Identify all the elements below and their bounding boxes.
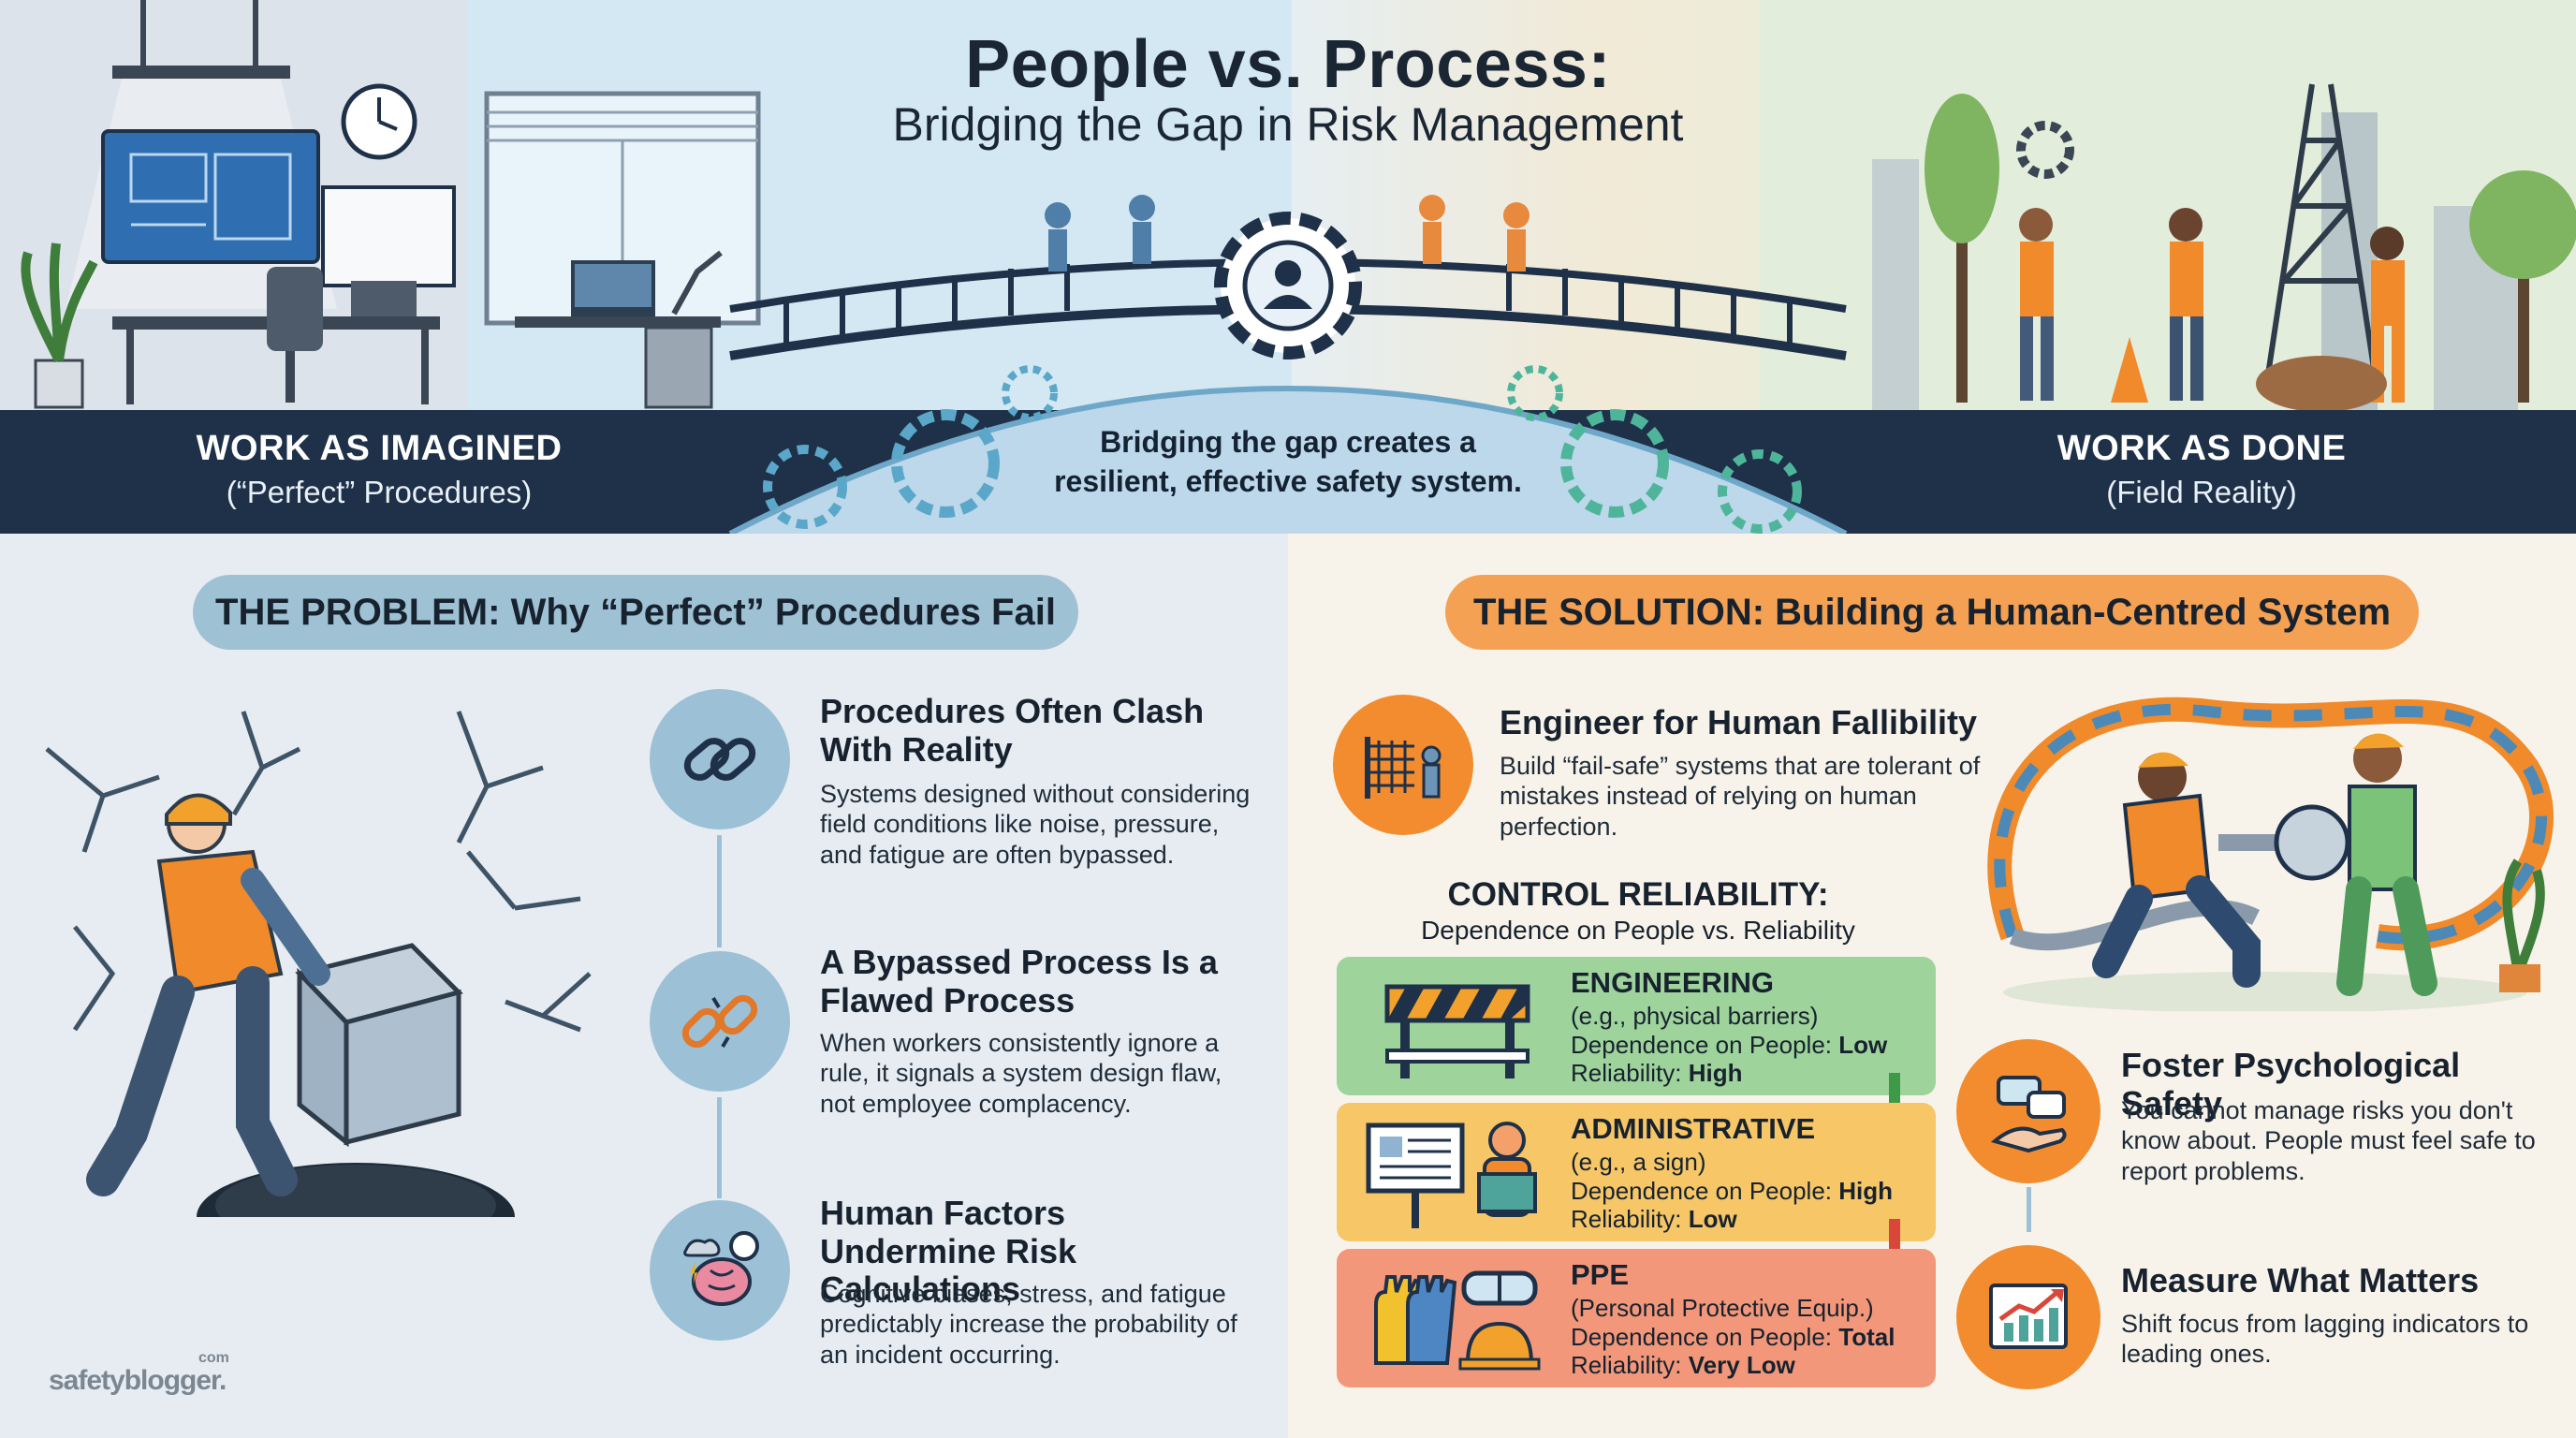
connector-line (717, 835, 722, 947)
problem-2-body: When workers consistently ignore a rule,… (820, 1029, 1222, 1118)
reliability-label: Reliability: (1571, 1059, 1682, 1088)
engineering-control-card: ENGINEERING (e.g., physical barriers) De… (1337, 957, 1936, 1095)
hero-illustration (0, 0, 2576, 534)
problem-icon-2-circle (650, 951, 790, 1092)
problem-icon-1-circle (650, 689, 790, 829)
psych-title: Foster Psychological Safety (2121, 1046, 2461, 1123)
bridge-illustration (728, 195, 1848, 534)
dependence-label: Dependence on People: (1571, 1030, 1833, 1059)
problem-3-body: Cognitive biases, stress, and fatigue pr… (820, 1280, 1237, 1369)
problem-heading: THE PROBLEM: Why “Perfect” Procedures Fa… (193, 575, 1078, 650)
left-label-title: WORK AS IMAGINED (196, 429, 563, 468)
problem-3-title: Human Factors Undermine Risk Calculation… (820, 1194, 1077, 1309)
page-title: People vs. Process: (965, 27, 1611, 102)
connector-line (2027, 1187, 2031, 1232)
ppe-name: PPE (1571, 1258, 1630, 1291)
engineering-reliability: High (1688, 1059, 1743, 1088)
ppe-dependence-row: Dependence on People: Total (1571, 1323, 1895, 1351)
administrative-reliability: Low (1688, 1205, 1737, 1234)
gear-icon (1560, 409, 1669, 518)
chain-link-icon (683, 738, 756, 781)
measure-icon-circle (1956, 1245, 2100, 1389)
work-as-done-label: WORK AS DONE (Field Reality) (1939, 429, 2464, 510)
dependence-label: Dependence on People: (1571, 1176, 1833, 1205)
problem-1-body: Systems designed without considering fie… (820, 780, 1251, 869)
left-label-sub: (“Perfect” Procedures) (226, 475, 533, 509)
reliability-label: Reliability: (1571, 1205, 1682, 1234)
engineer-title: Engineer for Human Fallibility (1500, 703, 1978, 741)
administrative-dependence-row: Dependence on People: High (1571, 1177, 1893, 1205)
problem-icon-3-circle (650, 1200, 790, 1341)
ppe-reliability-row: Reliability: Very Low (1571, 1351, 1895, 1379)
engineer-icon-circle (1333, 695, 1473, 835)
connector-line (717, 1097, 722, 1198)
engineering-example: (e.g., physical barriers) (1571, 1002, 1819, 1031)
work-as-imagined-label: WORK AS IMAGINED (“Perfect” Procedures) (117, 429, 641, 510)
trend-chart-icon (1989, 1284, 2068, 1349)
ppe-gear-icon (1374, 1270, 1541, 1371)
administrative-name: ADMINISTRATIVE (1571, 1112, 1816, 1145)
page-subtitle: Bridging the Gap in Risk Management (892, 98, 1684, 151)
right-label-title: WORK AS DONE (2056, 429, 2347, 468)
speech-hand-icon (1990, 1076, 2067, 1153)
measure-body: Shift focus from lagging indicators to l… (2121, 1310, 2529, 1369)
gear-icon (891, 409, 1000, 518)
administrative-example: (e.g., a sign) (1571, 1148, 1706, 1177)
engineering-name: ENGINEERING (1571, 966, 1775, 999)
right-label-sub: (Field Reality) (2106, 475, 2297, 509)
problem-2-title: A Bypassed Process Is a Flawed Process (820, 943, 1218, 1020)
engineering-dependence: Low (1838, 1030, 1888, 1059)
engineer-body: Build “fail-safe” systems that are toler… (1500, 752, 1981, 841)
psych-icon-circle (1956, 1039, 2100, 1183)
field-workers (2019, 208, 2405, 412)
sign-reader-icon (1366, 1122, 1537, 1228)
problem-1-title: Procedures Often Clash With Reality (820, 692, 1205, 769)
administrative-dependence: High (1838, 1176, 1894, 1205)
brain-stress-icon (683, 1231, 759, 1306)
psych-body: You cannot manage risks you don't know a… (2121, 1096, 2536, 1185)
bridge-caption: Bridging the gap creates a resilient, ef… (1054, 425, 1522, 498)
control-reliability-title: CONTROL RELIABILITY: (1447, 876, 1829, 913)
ppe-reliability: Very Low (1688, 1351, 1795, 1380)
safety-net-icon (1365, 737, 1442, 799)
administrative-reliability-row: Reliability: Low (1571, 1205, 1893, 1233)
control-reliability-subtitle: Dependence on People vs. Reliability (1421, 916, 1855, 945)
logo-text: safetyblogger. (49, 1365, 227, 1396)
measure-title: Measure What Matters (2121, 1261, 2480, 1299)
logo-suffix: com (198, 1350, 229, 1366)
dependence-label: Dependence on People: (1571, 1322, 1833, 1351)
ppe-example: (Personal Protective Equip.) (1571, 1294, 1874, 1323)
brand-logo: safetyblogger. com (49, 1350, 229, 1397)
administrative-text: ADMINISTRATIVE (e.g., a sign) Dependence… (1571, 1112, 1893, 1233)
reliability-label: Reliability: (1571, 1351, 1682, 1380)
engineering-reliability-row: Reliability: High (1571, 1059, 1887, 1087)
engineering-dependence-row: Dependence on People: Low (1571, 1031, 1887, 1059)
broken-link-icon (681, 994, 758, 1049)
administrative-control-card: ADMINISTRATIVE (e.g., a sign) Dependence… (1337, 1103, 1936, 1241)
ppe-dependence: Total (1838, 1322, 1895, 1351)
collaboration-illustration (1987, 697, 2554, 1011)
field-scene (1760, 0, 2576, 412)
ppe-control-card: PPE (Personal Protective Equip.) Depende… (1337, 1249, 1936, 1387)
solution-heading: THE SOLUTION: Building a Human-Centred S… (1445, 575, 2419, 650)
hero-banner: People vs. Process: Bridging the Gap in … (0, 0, 2576, 534)
struggling-worker-illustration (45, 711, 592, 1217)
engineering-text: ENGINEERING (e.g., physical barriers) De… (1571, 966, 1887, 1087)
ppe-text: PPE (Personal Protective Equip.) Depende… (1571, 1258, 1895, 1379)
barrier-icon (1384, 984, 1530, 1078)
